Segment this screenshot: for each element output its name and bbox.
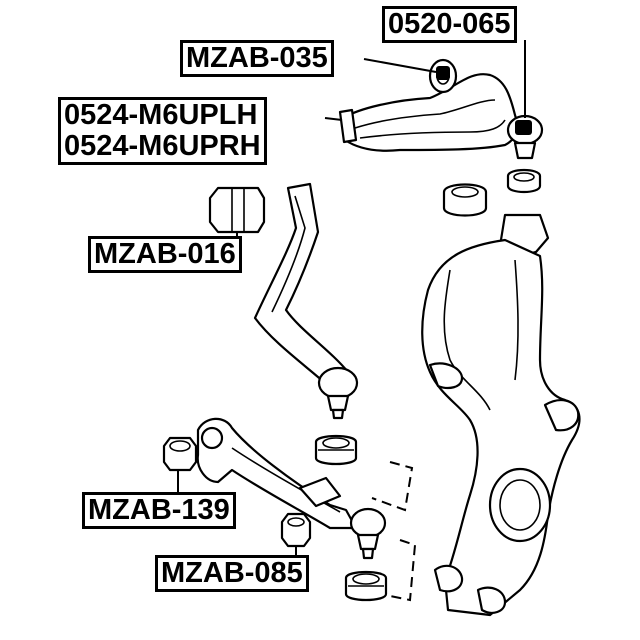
tension-rod-bushing — [208, 186, 266, 234]
label-mzab-139-text: MZAB-139 — [88, 494, 230, 526]
label-mzab-139: MZAB-139 — [82, 492, 236, 529]
label-mzab-085-text: MZAB-085 — [161, 557, 303, 589]
lower-control-arm — [196, 417, 358, 530]
upper-control-arm — [338, 73, 519, 152]
tension-rod-ball-joint — [317, 366, 359, 420]
label-0524-m6uprh-text: 0524-M6UPRH — [64, 130, 261, 162]
lower-arm-front-bushing — [280, 512, 312, 548]
lower-arm-rear-bushing — [162, 436, 198, 472]
tension-rod-boot — [314, 434, 358, 466]
label-mzab-016: MZAB-016 — [88, 236, 242, 273]
label-mzab-035-text: MZAB-035 — [186, 42, 328, 74]
label-0520-065: 0520-065 — [382, 6, 517, 43]
upper-ball-joint — [506, 114, 544, 160]
label-mzab-085: MZAB-085 — [155, 555, 309, 592]
tension-rod — [253, 182, 350, 394]
label-0524-m6up: 0524-M6UPLH 0524-M6UPRH — [58, 97, 267, 165]
spacer-bushing — [442, 183, 488, 217]
steering-knuckle — [421, 213, 581, 617]
lower-ball-joint — [349, 507, 387, 560]
upper-arm-bushing — [428, 58, 458, 94]
lower-ball-joint-boot — [344, 570, 388, 602]
label-mzab-035: MZAB-035 — [180, 40, 334, 77]
upper-ball-joint-boot — [506, 168, 542, 194]
label-0524-m6uplh-text: 0524-M6UPLH — [64, 99, 258, 131]
leader-lines — [177, 40, 526, 555]
label-0520-065-text: 0520-065 — [388, 8, 511, 40]
assembly-dashed-lines — [371, 461, 417, 602]
label-mzab-016-text: MZAB-016 — [94, 238, 236, 270]
